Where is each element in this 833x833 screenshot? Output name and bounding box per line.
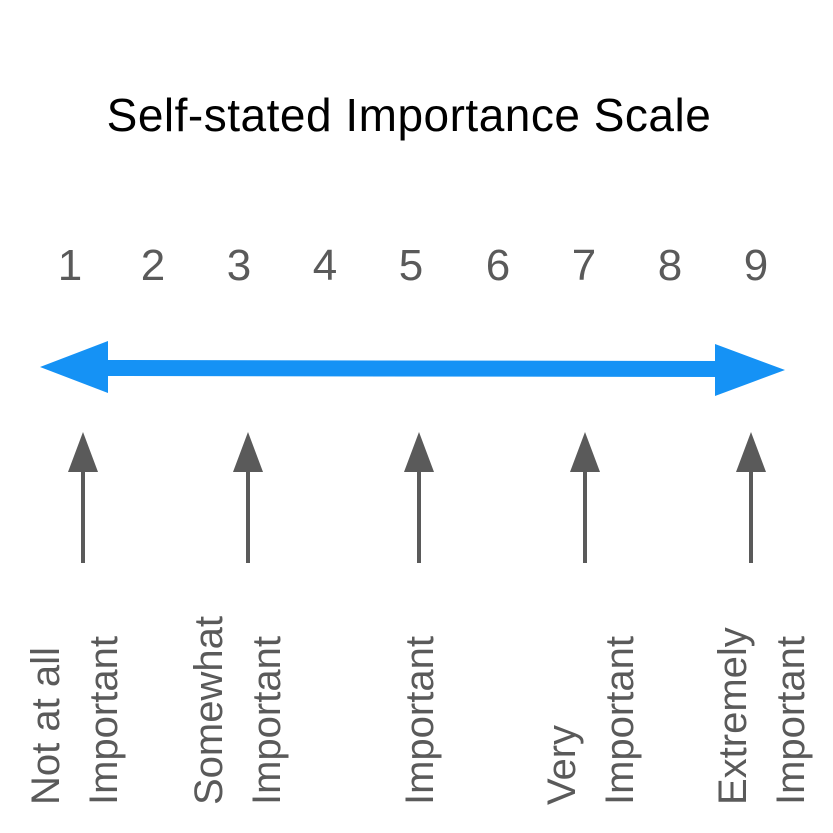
label-line: Important: [598, 636, 642, 805]
label-line: Not at all: [24, 647, 68, 805]
label-line: Somewhat: [187, 616, 231, 805]
label-line: Important: [82, 636, 126, 805]
pointer-arrow-3-icon: [404, 432, 434, 563]
pointer-arrow-4-icon: [570, 432, 600, 563]
label-line: Important: [769, 636, 813, 805]
label-line: Extremely: [711, 627, 755, 805]
scale-number-7: 7: [571, 241, 597, 290]
scale-number-9: 9: [743, 241, 769, 290]
scale-arrow-left-head: [40, 341, 108, 393]
label-line: Important: [245, 636, 289, 805]
scale-number-5: 5: [398, 241, 424, 290]
scale-number-4: 4: [312, 241, 338, 290]
double-arrow-icon: [40, 341, 785, 396]
pointer-arrow-2-icon: [233, 432, 263, 563]
scale-number-8: 8: [657, 241, 683, 290]
pointer-arrow-1-icon: [68, 432, 98, 563]
label-line: Important: [398, 636, 442, 805]
scale-number-1: 1: [57, 241, 83, 290]
pointer-arrow-5-icon: [736, 432, 766, 563]
scale-number-2: 2: [140, 241, 166, 290]
scale-arrow-shaft: [99, 360, 726, 377]
diagram-title: Self-stated Importance Scale: [106, 89, 712, 141]
scale-number-3: 3: [226, 241, 252, 290]
label-line: Very: [540, 724, 584, 805]
scale-arrow-right-head: [715, 344, 785, 396]
scale-number-6: 6: [485, 241, 511, 290]
